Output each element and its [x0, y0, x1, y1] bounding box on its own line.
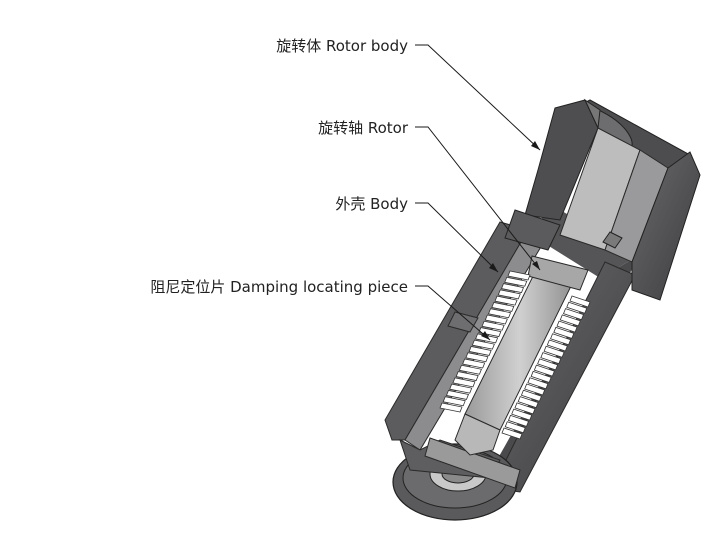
- damping-fin-left: [439, 402, 463, 413]
- label-rotor: 旋转轴 Rotor: [318, 119, 408, 137]
- damping-fin-right: [546, 339, 568, 352]
- damping-fin-left: [465, 352, 489, 363]
- damping-fin-right: [501, 427, 523, 440]
- damping-fin-left: [507, 270, 531, 281]
- damping-fin-right: [543, 345, 565, 358]
- end-cap: [392, 437, 521, 521]
- damping-fin-left: [458, 364, 482, 375]
- damping-fin-left: [484, 314, 508, 325]
- leader-damping: [415, 285, 491, 341]
- damping-fin-right: [527, 377, 549, 390]
- damping-fin-right: [530, 370, 552, 383]
- damping-fin-left: [462, 358, 486, 369]
- damping-fin-left: [497, 289, 521, 300]
- damping-fin-right: [556, 320, 578, 333]
- leader-lines: [415, 44, 541, 341]
- leader-rotor: [415, 126, 541, 271]
- leader-body: [415, 202, 499, 273]
- damping-locating-pieces: [439, 270, 591, 440]
- damping-fin-right: [533, 364, 555, 377]
- damping-fin-right: [524, 383, 546, 396]
- damping-fin-left: [488, 308, 512, 319]
- damping-fin-left: [452, 377, 476, 388]
- damping-fin-left: [442, 396, 466, 407]
- label-rotor-body: 旋转体 Rotor body: [276, 37, 408, 55]
- damping-fin-right: [520, 389, 542, 402]
- leader-rotor-body: [415, 44, 541, 151]
- damping-fin-left: [491, 301, 515, 312]
- damping-fin-left: [449, 383, 473, 394]
- damping-fin-left: [455, 371, 479, 382]
- damping-fin-right: [550, 333, 572, 346]
- damping-fin-right: [507, 414, 530, 427]
- label-body: 外壳 Body: [335, 195, 408, 213]
- rotor-shaft: [454, 255, 589, 456]
- damping-fin-right: [504, 421, 526, 434]
- damping-fin-right: [562, 308, 585, 321]
- damping-fin-right: [540, 352, 562, 365]
- damping-fin-right: [569, 295, 591, 308]
- damping-fin-right: [553, 326, 575, 339]
- damping-fin-right: [511, 408, 533, 421]
- damping-fin-left: [481, 320, 505, 331]
- rotor-body-housing: [504, 98, 701, 301]
- damping-fin-left: [445, 389, 470, 400]
- damping-fin-left: [494, 295, 518, 306]
- damping-fin-right: [517, 396, 539, 409]
- damping-fin-left: [468, 345, 492, 356]
- damping-fin-left: [471, 339, 495, 350]
- damping-fin-left: [500, 283, 525, 294]
- damping-fin-left: [504, 276, 528, 287]
- damping-fin-right: [514, 402, 536, 415]
- leader-arrowheads: [481, 141, 540, 340]
- damping-fin-right: [566, 301, 588, 314]
- damping-fin-right: [559, 314, 581, 327]
- damping-fin-right: [537, 358, 559, 371]
- label-damping-locating-piece: 阻尼定位片 Damping locating piece: [150, 278, 408, 296]
